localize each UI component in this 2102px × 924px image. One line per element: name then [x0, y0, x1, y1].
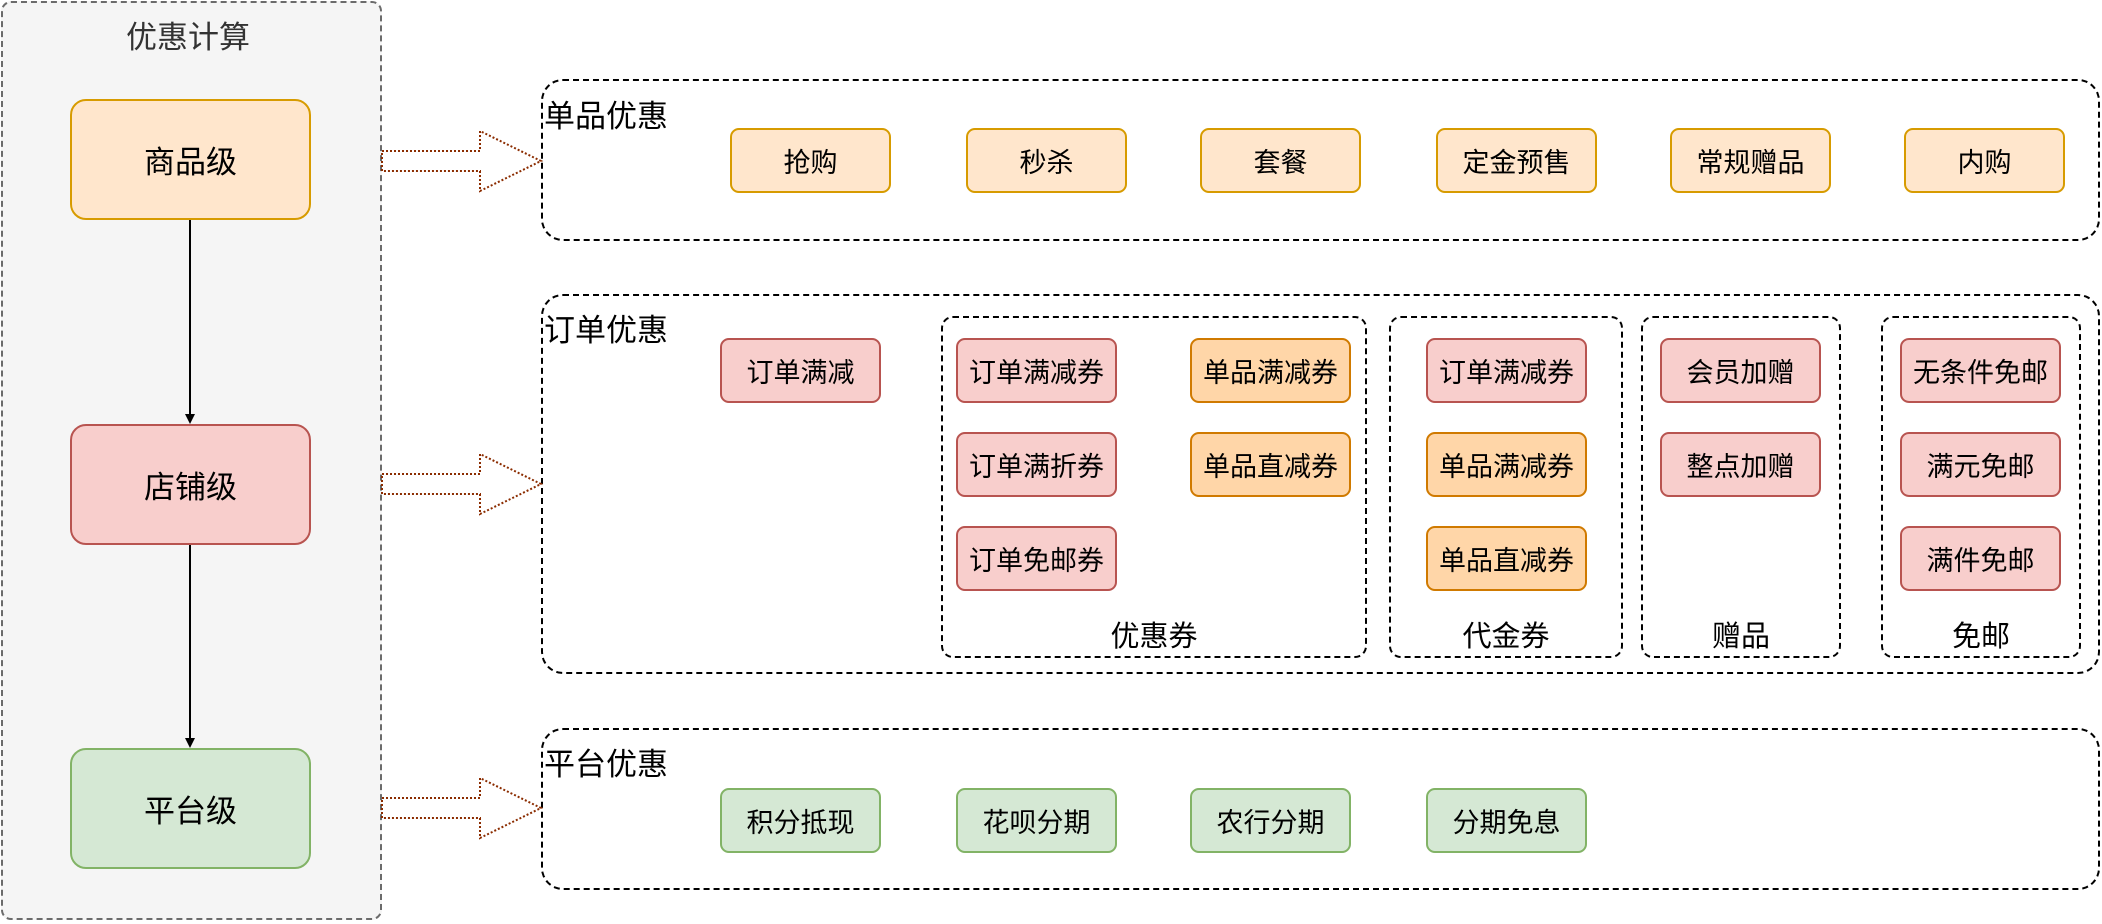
- chip-coupon-item-reduction[interactable]: 单品满减券: [1190, 338, 1351, 403]
- chip-coupon-item-direct[interactable]: 单品直减券: [1190, 432, 1351, 497]
- chip-voucher-item-reduction[interactable]: 单品满减券: [1426, 432, 1587, 497]
- chip-hourly-gift[interactable]: 整点加赠: [1660, 432, 1821, 497]
- chip-flash-buy[interactable]: 抢购: [730, 128, 891, 193]
- chip-member-gift[interactable]: 会员加赠: [1660, 338, 1821, 403]
- chip-regular-gift[interactable]: 常规赠品: [1670, 128, 1831, 193]
- chip-abc-installment[interactable]: 农行分期: [1190, 788, 1351, 853]
- platform-discount-group: [541, 728, 2100, 890]
- gift-subgroup: [1641, 316, 1841, 658]
- single-discount-title: 单品优惠: [544, 99, 668, 135]
- level-product[interactable]: 商品级: [70, 99, 311, 220]
- voucher-subgroup: [1389, 316, 1623, 658]
- arrow-to-platform-discount: [381, 776, 544, 840]
- chip-quantity-freeship[interactable]: 满件免邮: [1900, 526, 2061, 591]
- panel-title: 优惠计算: [126, 20, 250, 56]
- chip-seckill[interactable]: 秒杀: [966, 128, 1127, 193]
- freeship-subgroup: [1881, 316, 2081, 658]
- chip-unconditional-freeship[interactable]: 无条件免邮: [1900, 338, 2061, 403]
- arrow-to-single-discount: [381, 129, 544, 193]
- chip-presale[interactable]: 定金预售: [1436, 128, 1597, 193]
- freeship-caption: 免邮: [1951, 619, 2010, 653]
- chip-voucher-order-reduction[interactable]: 订单满减券: [1426, 338, 1587, 403]
- order-discount-title: 订单优惠: [544, 313, 668, 349]
- chip-voucher-item-direct[interactable]: 单品直减券: [1426, 526, 1587, 591]
- chip-bundle[interactable]: 套餐: [1200, 128, 1361, 193]
- single-discount-group: [541, 79, 2100, 241]
- chip-interest-free[interactable]: 分期免息: [1426, 788, 1587, 853]
- chip-points-cash[interactable]: 积分抵现: [720, 788, 881, 853]
- voucher-caption: 代金券: [1462, 619, 1550, 653]
- level-platform[interactable]: 平台级: [70, 748, 311, 869]
- platform-discount-title: 平台优惠: [544, 747, 668, 783]
- coupon-caption: 优惠券: [1110, 619, 1198, 653]
- level-store[interactable]: 店铺级: [70, 424, 311, 545]
- gift-caption: 赠品: [1711, 619, 1770, 653]
- chip-internal-buy[interactable]: 内购: [1904, 128, 2065, 193]
- chip-amount-freeship[interactable]: 满元免邮: [1900, 432, 2061, 497]
- chip-coupon-free-shipping[interactable]: 订单免邮券: [956, 526, 1117, 591]
- chip-order-full-reduction[interactable]: 订单满减: [720, 338, 881, 403]
- chip-coupon-order-reduction[interactable]: 订单满减券: [956, 338, 1117, 403]
- chip-coupon-order-discount[interactable]: 订单满折券: [956, 432, 1117, 497]
- chip-huabei-installment[interactable]: 花呗分期: [956, 788, 1117, 853]
- coupon-subgroup: [941, 316, 1367, 658]
- arrow-to-order-discount: [381, 452, 544, 516]
